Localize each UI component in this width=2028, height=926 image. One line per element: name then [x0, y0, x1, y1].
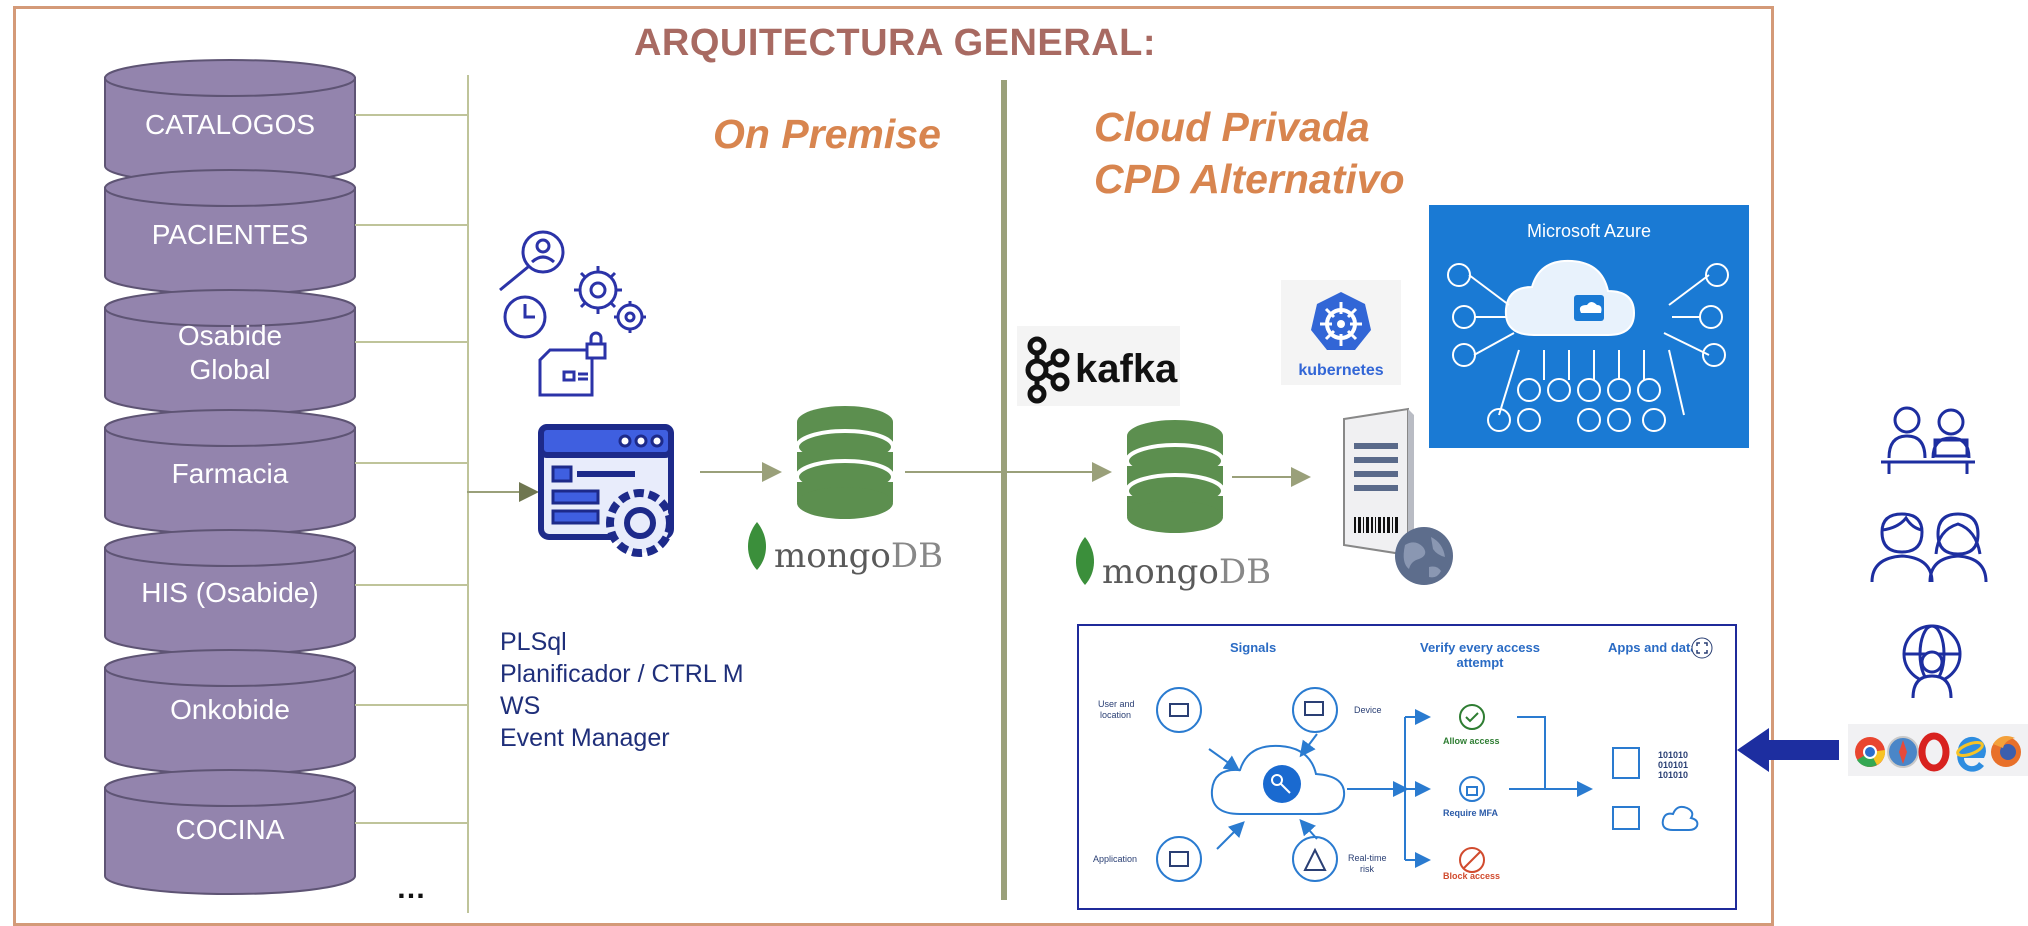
tech-planificador: Planificador / CTRL M — [500, 660, 744, 688]
zt-allow-label: Allow access — [1443, 736, 1500, 746]
chrome-icon — [1855, 737, 1886, 767]
source-cylinder — [104, 59, 467, 185]
source-cylinders — [104, 59, 467, 895]
source-label-onkobide: Onkobide — [170, 694, 290, 725]
tech-event-manager: Event Manager — [500, 724, 670, 752]
source-cylinder — [104, 649, 467, 775]
zt-user-label-line2: location — [1100, 710, 1132, 720]
locked-document-icon — [538, 331, 607, 397]
source-cylinder — [104, 289, 467, 415]
zt-block-label: Block access — [1443, 871, 1501, 881]
database-icon-cloud — [1125, 420, 1225, 533]
zt-verify-heading-line2: attempt — [1456, 655, 1504, 670]
zt-verify-heading-line1: Verify every access — [1420, 640, 1540, 655]
environment-divider — [1001, 80, 1007, 900]
gears-icon — [574, 266, 646, 333]
source-cylinder — [104, 409, 467, 535]
arrow-left-icon — [1737, 728, 1839, 772]
kafka-label: kafka — [1075, 347, 1178, 391]
kubernetes-icon — [1311, 292, 1371, 350]
zt-risk-label-line2: risk — [1360, 864, 1374, 874]
opera-icon — [1918, 732, 1950, 772]
zt-apps-heading: Apps and data — [1608, 640, 1698, 655]
source-label-cocina: COCINA — [175, 814, 285, 845]
tech-plsql: PLSql — [500, 628, 567, 656]
technology-list: PLSql Planificador / CTRL M WS Event Man… — [500, 626, 744, 754]
source-label-farmacia: Farmacia — [171, 458, 289, 489]
azure-cloud-icon — [1447, 259, 1729, 432]
zt-user-label-line1: User and — [1098, 699, 1135, 709]
zt-mfa-label: Require MFA — [1443, 808, 1499, 818]
database-icon-onprem — [795, 406, 895, 519]
globe-icon — [1395, 527, 1453, 585]
globe-user-icon — [1902, 624, 1962, 699]
edge-icon — [1956, 736, 1986, 772]
section-cloud-line1: Cloud Privada — [1094, 104, 1370, 150]
zt-device-label: Device — [1354, 705, 1382, 715]
server-icon — [1343, 407, 1414, 557]
source-cylinder — [104, 169, 467, 295]
mongodb-logo-text-cloud: mongoDB — [1102, 552, 1272, 592]
kafka-icon — [1025, 336, 1070, 404]
firefox-icon — [1991, 736, 2021, 767]
magnifier-user-icon — [499, 230, 565, 292]
mongodb-leaf-icon — [747, 522, 767, 570]
source-label-his: HIS (Osabide) — [141, 577, 319, 608]
expand-icon[interactable] — [1690, 636, 1714, 660]
data-sources — [104, 59, 467, 895]
more-sources-ellipsis: … — [396, 872, 430, 905]
mongodb-logo-text-onprem: mongoDB — [774, 536, 944, 576]
source-cylinder — [104, 529, 467, 655]
section-cloud-line2: CPD Alternativo — [1094, 156, 1405, 202]
safari-icon — [1887, 736, 1919, 768]
diagram-title: ARQUITECTURA GENERAL: — [633, 22, 1157, 64]
zt-binary-data: 101010 010101 101010 — [1658, 750, 1689, 780]
users-icon — [1870, 512, 1988, 583]
process-icons — [499, 230, 646, 397]
azure-title: Microsoft Azure — [1526, 221, 1652, 241]
integration-bus-line — [467, 75, 469, 913]
zt-signals-heading: Signals — [1230, 640, 1277, 655]
section-on-premise: On Premise — [713, 111, 941, 157]
users-desk-icon — [1881, 406, 1975, 474]
flow-connectors — [467, 462, 1311, 502]
source-label-osabide-line2: Global — [189, 354, 271, 385]
tech-ws: WS — [500, 692, 541, 720]
source-cylinder — [104, 769, 467, 895]
browsers-icon — [1848, 724, 2028, 776]
source-label-catalogos: CATALOGOS — [144, 109, 316, 140]
zt-risk-label-line1: Real-time — [1348, 853, 1387, 863]
zt-application-label: Application — [1093, 854, 1138, 864]
clock-icon — [503, 295, 547, 339]
kubernetes-label: kubernetes — [1298, 362, 1384, 379]
source-label-osabide-line1: Osabide — [177, 320, 283, 351]
zero-trust-diagram — [1156, 687, 1699, 882]
source-label-pacientes: PACIENTES — [151, 219, 309, 250]
app-settings-icon — [538, 424, 674, 557]
mongodb-leaf-icon-cloud — [1075, 537, 1095, 585]
